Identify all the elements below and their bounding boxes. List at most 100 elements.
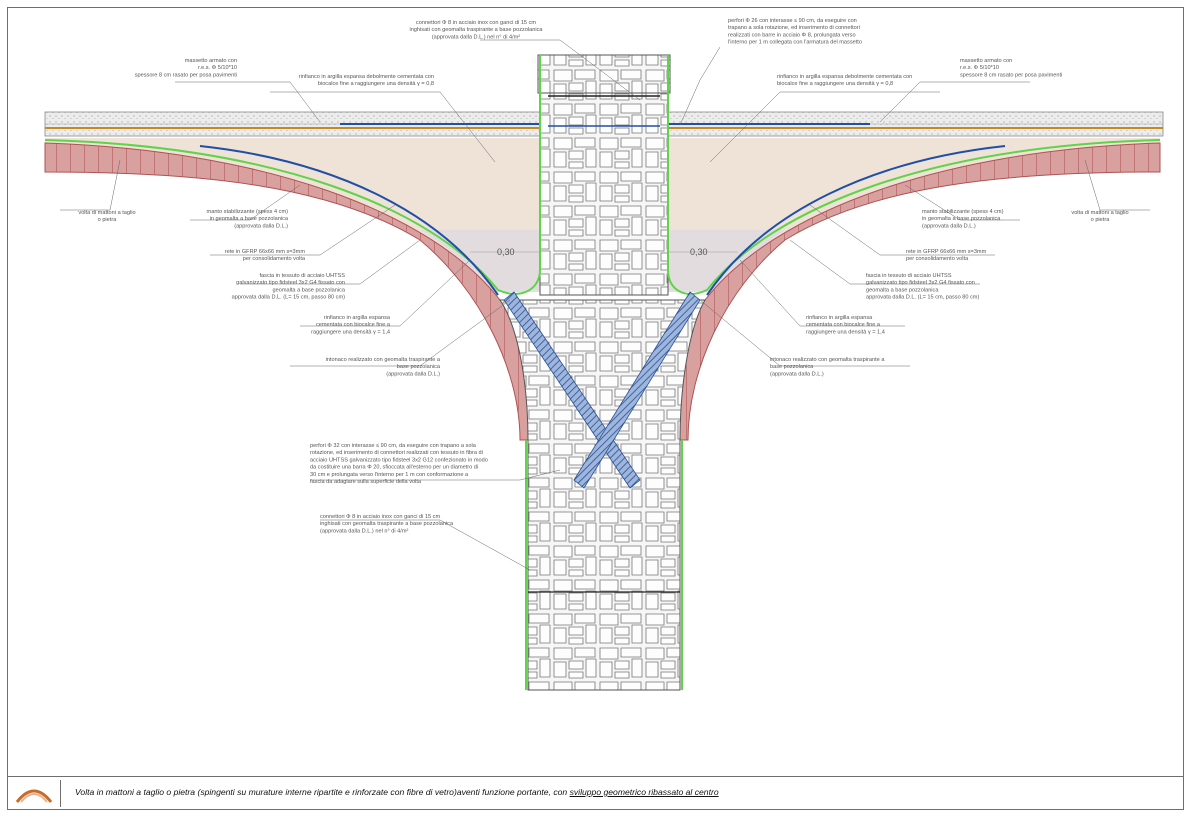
label-line: l'interno per 1 m collegata con l'armatu… — [728, 40, 862, 46]
label-line: perfori Φ 32 con interasse ≤ 90 cm, da e… — [310, 443, 477, 449]
label-line: r.e.s. Φ 5/10*10 — [198, 65, 237, 71]
label-line: inghisati con geomalta traspirante a bas… — [409, 27, 543, 33]
label-line: massetto armato con — [185, 58, 237, 64]
label-line: spessore 8 cm rasato per posa pavimenti — [135, 72, 237, 78]
label-line: rinfianco in argilla espansa — [806, 315, 873, 321]
label-line: volta di mattoni a taglio — [78, 210, 135, 216]
label-rinfianco-top-right: rinfianco in argilla espansa debolmente … — [777, 74, 912, 87]
label-line: intonaco realizzato con geomalta traspir… — [770, 357, 885, 363]
gfrp-mesh-left — [44, 55, 541, 295]
brick-vault-left — [44, 142, 546, 441]
label-line: rinfianco in argilla espansa — [324, 315, 391, 321]
stone-pier-upper — [539, 54, 669, 296]
footer-caption: Volta in mattoni a taglio o pietra (spin… — [7, 776, 1184, 810]
footer-underlined-text: sviluppo geometrico ribassato al centro — [569, 787, 719, 797]
label-line: (approvata dalla D.L.) — [770, 371, 824, 377]
label-line: connettori Φ 8 in acciaio inox con ganci… — [320, 514, 440, 520]
label-line: rinfianco in argilla espansa debolmente … — [777, 74, 912, 80]
label-line: rotazione, ed inserimento di connettori … — [310, 450, 483, 456]
label-line: cementata con biocalce fine a — [316, 322, 391, 328]
brick-vault-right — [664, 142, 1161, 441]
footer-text: Volta in mattoni a taglio o pietra (spin… — [75, 787, 719, 797]
label-perfori-lower: perfori Φ 32 con interasse ≤ 90 cm, da e… — [310, 443, 488, 485]
label-line: geomalta a base pozzolanica — [273, 287, 346, 293]
label-line: intonaco realizzato con geomalta traspir… — [326, 357, 441, 363]
dimension-right: 0,30 — [690, 247, 708, 257]
label-line: fascia in tessuto di acciaio UHTSS — [866, 273, 952, 279]
label-line: massetto armato con — [960, 58, 1012, 64]
label-line: (approvata dalla D.L.) — [922, 223, 976, 229]
label-line: rete in GFRP 66x66 mm s=3mm — [906, 249, 987, 255]
drawing-frame — [7, 7, 1184, 810]
steel-fascia-left — [199, 145, 499, 296]
label-line: geomalta a base pozzolanica — [866, 287, 939, 293]
label-line: in geomalta a base pozzolanica — [210, 216, 289, 222]
label-manto-left: manto stabilizzante (spess 4 cm)in geoma… — [207, 209, 289, 229]
label-line: galvanizzato tipo fidsteel 3x2 G4 fissat… — [236, 280, 345, 286]
label-line: biocalce fine a raggiungere una densità … — [777, 81, 893, 87]
label-line: base pozzolanica — [770, 364, 814, 370]
label-line: galvanizzato tipo fidsteel 3x2 G4 fissat… — [866, 280, 975, 286]
annotation-labels: connettori Φ 8 in acciaio inox con ganci… — [78, 18, 1128, 534]
label-line: (approvata dalla D.L.) nel n° di 4/m² — [320, 528, 408, 534]
label-line: fascia in tessuto di acciaio UHTSS — [260, 273, 346, 279]
label-line: approvata dalla D.L. (L= 15 cm, passo 80… — [866, 295, 979, 301]
rinfianco-dense-right — [668, 230, 785, 292]
label-line: realizzati con barre in acciaio Φ 8, pro… — [728, 32, 856, 38]
label-line: trapano a sola rotazione, ed inserimento… — [728, 25, 860, 31]
label-line: acciaio UHTSS galvanizzato tipo fidsteel… — [310, 457, 488, 463]
dimension-left: 0,30 — [497, 247, 515, 257]
label-line: (approvata dalla D.L.) — [386, 371, 440, 377]
label-line: manto stabilizzante (spess 4 cm) — [207, 209, 289, 215]
label-line: per consolidamento volta — [243, 256, 306, 262]
label-line: fascia da adagiare sulla superficie dell… — [310, 479, 422, 485]
label-line: perfori Φ 26 con interasse ≤ 90 cm, da e… — [728, 18, 857, 24]
label-line: da costituire una barra Φ 20, sfioccata … — [310, 465, 478, 471]
label-line: biocalce fine a raggiungere una densità … — [318, 81, 434, 87]
label-line: rete in GFRP 66x66 mm s=3mm — [225, 249, 306, 255]
steel-fascia-right — [706, 145, 1006, 296]
label-line: inghisati con geomalta traspirante a bas… — [320, 521, 454, 527]
anchor-bar-2 — [573, 291, 701, 489]
label-line: o pietra — [98, 217, 118, 223]
label-line: 30 cm e prolungata verso l'interno per 1… — [310, 472, 469, 478]
gfrp-mesh-right — [667, 55, 1161, 295]
label-line: base pozzolanica — [397, 364, 441, 370]
label-line: (approvata dalla D.L.) — [234, 223, 288, 229]
label-line: connettori Φ 8 in acciaio inox con ganci… — [416, 20, 536, 26]
rinfianco-right — [668, 138, 1160, 290]
label-top-center: connettori Φ 8 in acciaio inox con ganci… — [409, 20, 543, 40]
label-intonaco-left: intonaco realizzato con geomalta traspir… — [326, 357, 441, 377]
label-line: r.e.s. Φ 5/10*10 — [960, 65, 999, 71]
label-line: (approvata dalla D.L.) nel n° di 4/m² — [432, 34, 520, 40]
leader-lines — [60, 39, 1150, 571]
footer-main-text: Volta in mattoni a taglio o pietra (spin… — [75, 787, 570, 797]
label-line: spessore 8 cm rasato per posa pavimenti — [960, 72, 1062, 78]
label-line: raggiungere una densità γ = 1,4 — [311, 329, 390, 335]
label-line: approvata dalla D.L. (L= 15 cm, passo 80… — [232, 295, 345, 301]
label-line: volta di mattoni a taglio — [1071, 210, 1128, 216]
label-line: o pietra — [1091, 217, 1111, 223]
label-line: cementata con biocalce fine a — [806, 322, 881, 328]
label-manto-right: manto stabilizzante (spess 4 cm)in geoma… — [922, 209, 1004, 229]
rinfianco-left — [45, 138, 540, 290]
arch-icon — [11, 780, 61, 807]
label-intonaco-right: intonaco realizzato con geomalta traspir… — [770, 357, 885, 377]
label-line: per consolidamento volta — [906, 256, 969, 262]
label-line: raggiungere una densità γ = 1,4 — [806, 329, 885, 335]
label-top-right: perfori Φ 26 con interasse ≤ 90 cm, da e… — [728, 18, 862, 46]
label-connettori-lower: connettori Φ 8 in acciaio inox con ganci… — [320, 514, 454, 534]
label-rinfianco-top-left: rinfianco in argilla espansa debolmente … — [299, 74, 434, 87]
label-line: rinfianco in argilla espansa debolmente … — [299, 74, 434, 80]
